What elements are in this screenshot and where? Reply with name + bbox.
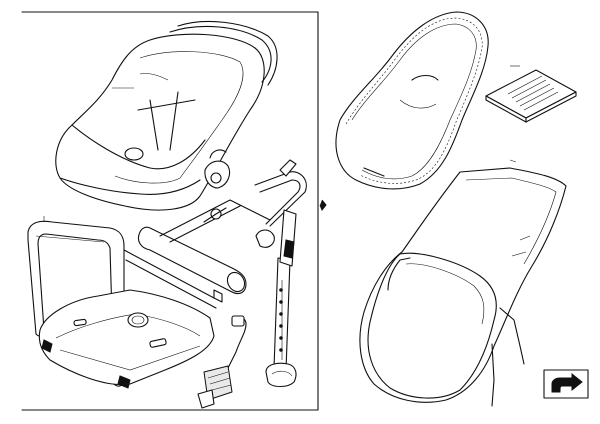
seat-cover-insert[interactable] [335,11,489,190]
panel-divider-mark [319,199,327,211]
footmuff[interactable] [359,167,567,407]
return-arrow-icon[interactable] [543,369,589,399]
operating-manual[interactable] [485,69,577,123]
isofix-base-frame[interactable] [27,220,215,389]
seat-belt-buckle[interactable] [197,315,247,409]
panel-frame-left [21,11,319,411]
infant-carrier[interactable] [55,20,278,211]
support-leg[interactable] [265,209,297,388]
carry-handle-bar[interactable] [123,159,307,309]
leader-footmuff [509,159,517,163]
